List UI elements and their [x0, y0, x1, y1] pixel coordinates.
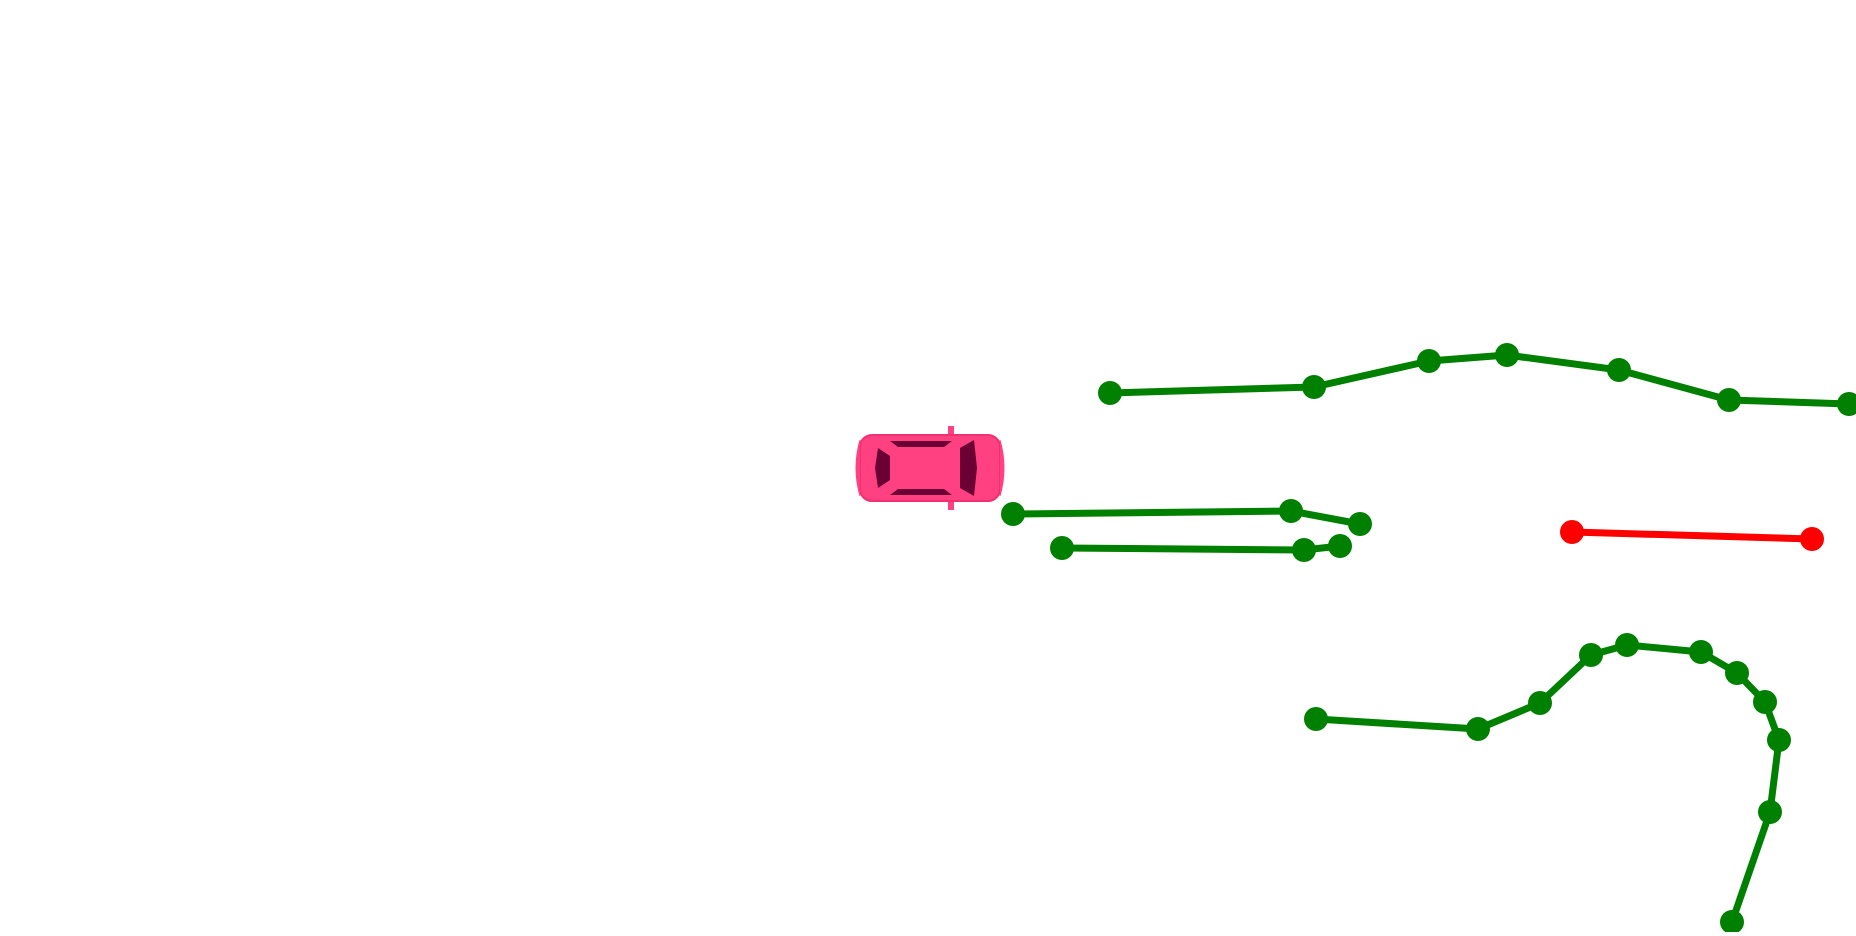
green-line-1-node-2[interactable]	[1417, 349, 1441, 373]
green-line-curve[interactable]	[1304, 633, 1791, 934]
green-line-curve-node-5[interactable]	[1689, 640, 1713, 664]
green-line-3-node-1[interactable]	[1292, 538, 1316, 562]
polylines-layer	[1001, 343, 1856, 934]
green-line-curve-node-1[interactable]	[1466, 717, 1490, 741]
red-line-path	[1571, 528, 1813, 543]
car-front-bumper	[999, 439, 1005, 497]
green-line-curve-node-4[interactable]	[1615, 633, 1639, 657]
green-line-curve-node-8[interactable]	[1767, 728, 1791, 752]
green-line-curve-node-7[interactable]	[1753, 690, 1777, 714]
car-rear-window	[875, 448, 890, 488]
red-line[interactable]	[1560, 520, 1824, 551]
green-line-3[interactable]	[1050, 534, 1352, 562]
red-line-node-0[interactable]	[1560, 520, 1584, 544]
green-line-1-node-4[interactable]	[1607, 358, 1631, 382]
green-line-curve-node-6[interactable]	[1725, 661, 1749, 685]
car-rear-bumper	[855, 439, 861, 497]
green-line-2-path	[1012, 507, 1361, 528]
green-line-1-node-5[interactable]	[1717, 388, 1741, 412]
green-line-1-node-1[interactable]	[1302, 375, 1326, 399]
green-line-2-node-0[interactable]	[1001, 502, 1025, 526]
green-line-1-node-0[interactable]	[1098, 381, 1122, 405]
green-line-3-node-0[interactable]	[1050, 536, 1074, 560]
car-icon[interactable]	[855, 426, 1005, 510]
green-line-curve-path	[1315, 641, 1783, 924]
green-line-3-node-2[interactable]	[1328, 534, 1352, 558]
green-line-curve-node-3[interactable]	[1579, 643, 1603, 667]
green-line-curve-node-0[interactable]	[1304, 707, 1328, 731]
green-line-2[interactable]	[1001, 499, 1372, 536]
green-line-curve-node-10[interactable]	[1720, 910, 1744, 934]
green-line-1-node-6[interactable]	[1837, 392, 1856, 416]
green-line-2-node-1[interactable]	[1279, 499, 1303, 523]
car-left-window	[890, 441, 952, 447]
green-line-1-node-3[interactable]	[1495, 343, 1519, 367]
car-windshield	[960, 440, 977, 496]
green-line-curve-node-9[interactable]	[1758, 800, 1782, 824]
green-line-curve-node-2[interactable]	[1528, 691, 1552, 715]
green-line-1[interactable]	[1098, 343, 1856, 416]
car-right-window	[890, 489, 952, 495]
car-roof	[886, 444, 964, 492]
green-line-2-node-2[interactable]	[1348, 512, 1372, 536]
red-line-node-1[interactable]	[1800, 527, 1824, 551]
